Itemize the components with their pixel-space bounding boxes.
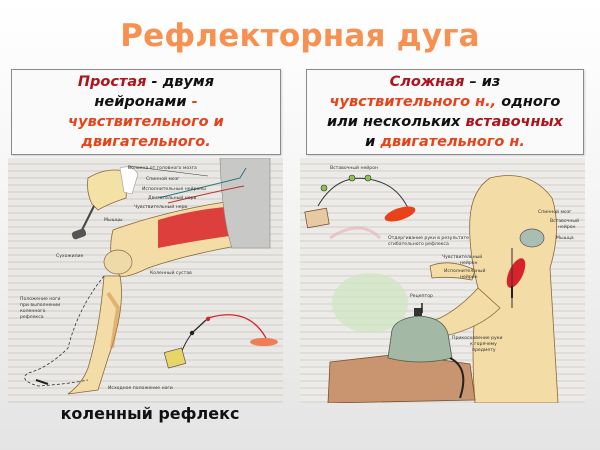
figure-caption: коленный рефлекс — [60, 404, 240, 423]
label-spinal-cord: Спинной мозг — [538, 210, 572, 215]
complex-term: Сложная — [389, 74, 465, 90]
label-tendon: Сухожилие — [56, 254, 84, 259]
complex-text-4: и — [365, 134, 381, 150]
simple-text-4: двигательного. — [81, 134, 211, 150]
slide-title: Рефлекторная дуга — [120, 18, 480, 54]
simple-term: Простая — [77, 74, 147, 90]
label-receptor: Рецептор — [410, 294, 433, 299]
label-sensory-2: нейрон — [460, 261, 478, 266]
label-initial-position: Исходное положение ноги — [108, 386, 173, 391]
complex-sensory: чувствительного н., — [329, 94, 497, 110]
simple-arc-definition-box: Простая - двумя нейронами - чувствительн… — [11, 69, 281, 155]
label-muscle: Мышца — [556, 236, 574, 241]
label-motor-nerve: Двигательный нерв — [148, 196, 197, 201]
label-touch-2: к горячему — [470, 342, 497, 347]
label-interneuron-top: Вставочный нейрон — [330, 166, 379, 171]
label-sensory-nerve: Чувствительный нерв — [134, 205, 188, 210]
label-touch-3: предмету — [472, 348, 496, 353]
label-leg-position-4: рефлекса — [20, 315, 44, 320]
label-knee-joint: Коленный сустав — [150, 271, 192, 276]
label-motor-2: нейрон — [460, 275, 478, 280]
label-interneuron-1: Вставочный — [550, 219, 580, 224]
withdrawal-reflex-illustration: Вставочный нейрон Отдергивание руки в ре… — [300, 158, 585, 403]
simple-dash: - — [191, 94, 198, 110]
label-sensory-1: Чувствительный — [442, 255, 483, 260]
withdrawal-reflex-drawing — [304, 174, 559, 403]
label-spinal-cord: Спинной мозг — [146, 177, 180, 182]
label-interneuron-2: нейрон — [558, 225, 576, 230]
label-muscles: Мышцы — [104, 218, 123, 223]
complex-motor: двигательного н. — [380, 134, 525, 150]
label-leg-position-2: при выполнении — [20, 303, 61, 308]
complex-interneurons: вставочных — [465, 114, 563, 130]
label-fibers: Волокна от головного мозга — [128, 166, 197, 171]
simple-text-1: - двумя — [146, 74, 215, 90]
complex-text-3: или нескольких — [327, 114, 466, 130]
simple-text-2: нейронами — [94, 94, 192, 110]
label-motor-1: Исполнительный — [444, 269, 486, 274]
complex-arc-definition-box: Сложная – из чувствительного н., одного … — [306, 69, 584, 155]
knee-reflex-drawing — [24, 158, 278, 395]
complex-text-1: – из — [464, 74, 501, 90]
complex-text-2: одного — [496, 94, 561, 110]
label-withdraw-1: Отдергивание руки в результате — [388, 236, 469, 241]
simple-text-3: чувствительного и — [68, 114, 224, 130]
knee-reflex-illustration: Волокна от головного мозга Спинной мозг … — [8, 158, 283, 403]
label-leg-position-1: Положение ноги — [20, 297, 61, 302]
label-touch-1: Прикосновение руки — [452, 336, 503, 341]
label-withdraw-2: сгибательного рефлекса — [388, 242, 449, 247]
label-interneurons: Исполнительные нейроны — [142, 187, 206, 192]
label-leg-position-3: коленного — [20, 309, 46, 314]
